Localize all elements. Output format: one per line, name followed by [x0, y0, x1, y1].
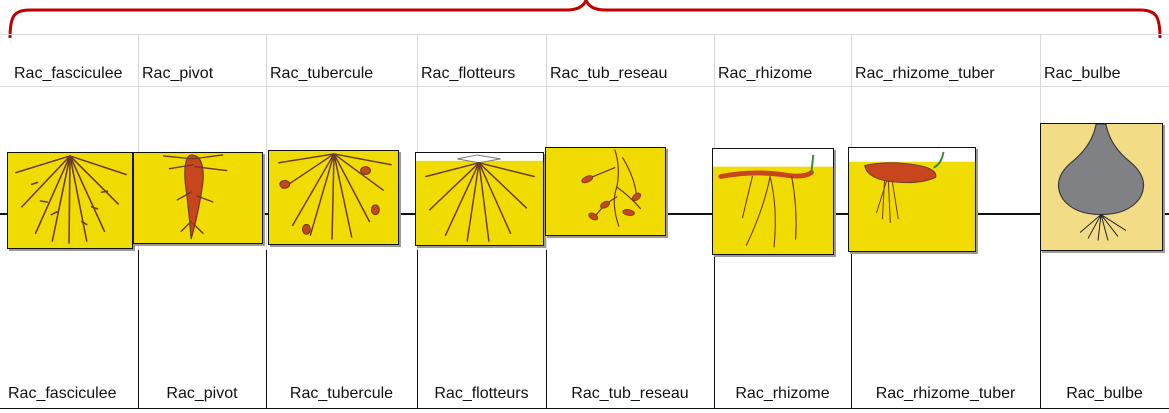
rhizome-icon [713, 149, 833, 254]
footer-cell[interactable]: Rac_tubercule [289, 385, 394, 402]
fibrous-roots-picture[interactable] [7, 152, 133, 249]
table-bottom-border [0, 408, 1169, 409]
fibrous-roots-icon [8, 153, 132, 248]
grid-line [266, 34, 267, 294]
column-divider [851, 250, 852, 408]
rhizome-picture[interactable] [712, 148, 834, 255]
grouping-brace-icon [8, 0, 1162, 39]
footer-cell[interactable]: Rac_pivot [166, 385, 238, 402]
bulb-picture[interactable] [1040, 123, 1163, 251]
column-divider [266, 250, 267, 408]
taproot-icon [134, 153, 262, 243]
footer-cell[interactable]: Rac_fasciculee [8, 385, 117, 402]
tuberous-rhizome-icon [849, 148, 975, 251]
column-divider [138, 250, 139, 408]
header-cell[interactable]: Rac_bulbe [1044, 65, 1121, 82]
floating-roots-icon [416, 153, 543, 245]
grid-line [0, 34, 1169, 35]
column-divider [714, 250, 715, 408]
footer-cell[interactable]: Rac_rhizome_tuber [875, 385, 1016, 402]
header-cell[interactable]: Rac_rhizome_tuber [855, 65, 995, 82]
bulb-icon [1041, 124, 1162, 250]
column-divider [546, 250, 547, 408]
header-cell[interactable]: Rac_tub_reseau [550, 65, 668, 82]
floating-roots-picture[interactable] [415, 152, 544, 246]
header-cell[interactable]: Rac_pivot [142, 65, 214, 82]
footer-cell[interactable]: Rac_flotteurs [434, 385, 529, 402]
header-cell[interactable]: Rac_rhizome [718, 65, 813, 82]
header-cell[interactable]: Rac_tubercule [270, 65, 374, 82]
tuberous-rhizome-picture[interactable] [848, 147, 976, 252]
tuberous-roots-icon [269, 151, 398, 244]
header-cell[interactable]: Rac_flotteurs [421, 65, 516, 82]
tuber-network-picture[interactable] [545, 147, 666, 236]
grid-line [0, 86, 1169, 87]
tuber-network-icon [546, 148, 665, 235]
column-divider [1040, 250, 1041, 408]
footer-cell[interactable]: Rac_rhizome [735, 385, 830, 402]
tuberous-roots-picture[interactable] [268, 150, 399, 245]
footer-cell[interactable]: Rac_tub_reseau [571, 385, 689, 402]
header-cell[interactable]: Rac_fasciculee [14, 65, 123, 82]
footer-cell[interactable]: Rac_bulbe [1066, 385, 1143, 402]
taproot-picture[interactable] [133, 152, 263, 244]
column-divider [417, 250, 418, 408]
